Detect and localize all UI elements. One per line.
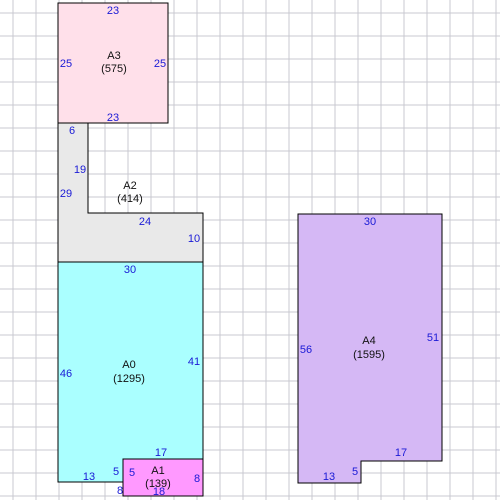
area-a4[interactable]: 30 51 17 5 13 56 A4 (1595) xyxy=(297,213,443,484)
area-a4-edge-left: 56 xyxy=(300,344,312,356)
area-a2-name: A2 xyxy=(123,180,136,192)
area-a2-edge-inner-vertical: 19 xyxy=(74,164,86,176)
area-a0-edge-notch-top: 17 xyxy=(155,447,167,459)
area-a3-edge-left: 25 xyxy=(60,58,72,70)
area-a0-size: (1295) xyxy=(113,373,145,385)
area-a4-edge-top: 30 xyxy=(364,216,376,228)
area-a4-shape[interactable] xyxy=(297,213,443,484)
area-a3-edge-right: 25 xyxy=(154,58,166,70)
area-a2-edge-inner-horizontal: 24 xyxy=(139,216,151,228)
area-a3-name: A3 xyxy=(107,50,120,62)
area-a4-edge-notch-top: 17 xyxy=(395,447,407,459)
area-a4-edge-right: 51 xyxy=(427,332,439,344)
area-a1-edge-top: 5 xyxy=(129,467,135,479)
area-a4-size: (1595) xyxy=(353,349,385,361)
area-a1[interactable]: 8 18 8 5 A1 (139) xyxy=(117,458,204,498)
area-a2[interactable]: 6 19 24 10 29 A2 (414) xyxy=(57,122,204,263)
area-a3-shape[interactable] xyxy=(57,2,169,124)
area-a3-edge-bottom: 23 xyxy=(107,112,119,124)
area-a2-size: (414) xyxy=(117,193,143,205)
area-a3[interactable]: 23 25 23 25 A3 (575) xyxy=(57,2,169,124)
area-a3-edge-top: 23 xyxy=(107,5,119,17)
area-a4-edge-bottom: 13 xyxy=(323,471,335,483)
area-a1-edge-bottom: 18 xyxy=(153,486,165,498)
area-a0-edge-notch-side: 5 xyxy=(113,466,119,478)
area-a1-edge-right: 8 xyxy=(194,473,200,485)
area-a1-name: A1 xyxy=(151,465,164,477)
area-a2-edge-top: 6 xyxy=(69,125,75,137)
area-a0-edge-left: 46 xyxy=(60,368,72,380)
area-a3-size: (575) xyxy=(101,63,127,75)
area-a1-edge-left: 8 xyxy=(117,485,123,497)
area-a0-name: A0 xyxy=(122,359,135,371)
area-a0-edge-top: 30 xyxy=(124,264,136,276)
area-a0-edge-bottom: 13 xyxy=(83,471,95,483)
area-a2-edge-right: 10 xyxy=(188,233,200,245)
area-a1-shape[interactable] xyxy=(122,458,204,497)
area-a0-shape[interactable] xyxy=(57,261,204,483)
area-a1-size: (139) xyxy=(145,478,171,490)
area-a2-edge-left: 29 xyxy=(60,188,72,200)
area-a4-name: A4 xyxy=(362,335,375,347)
area-a0-edge-right: 41 xyxy=(188,356,200,368)
area-a4-edge-notch-side: 5 xyxy=(352,466,358,478)
area-a0[interactable]: 30 41 17 5 13 46 A0 (1295) xyxy=(57,261,204,483)
